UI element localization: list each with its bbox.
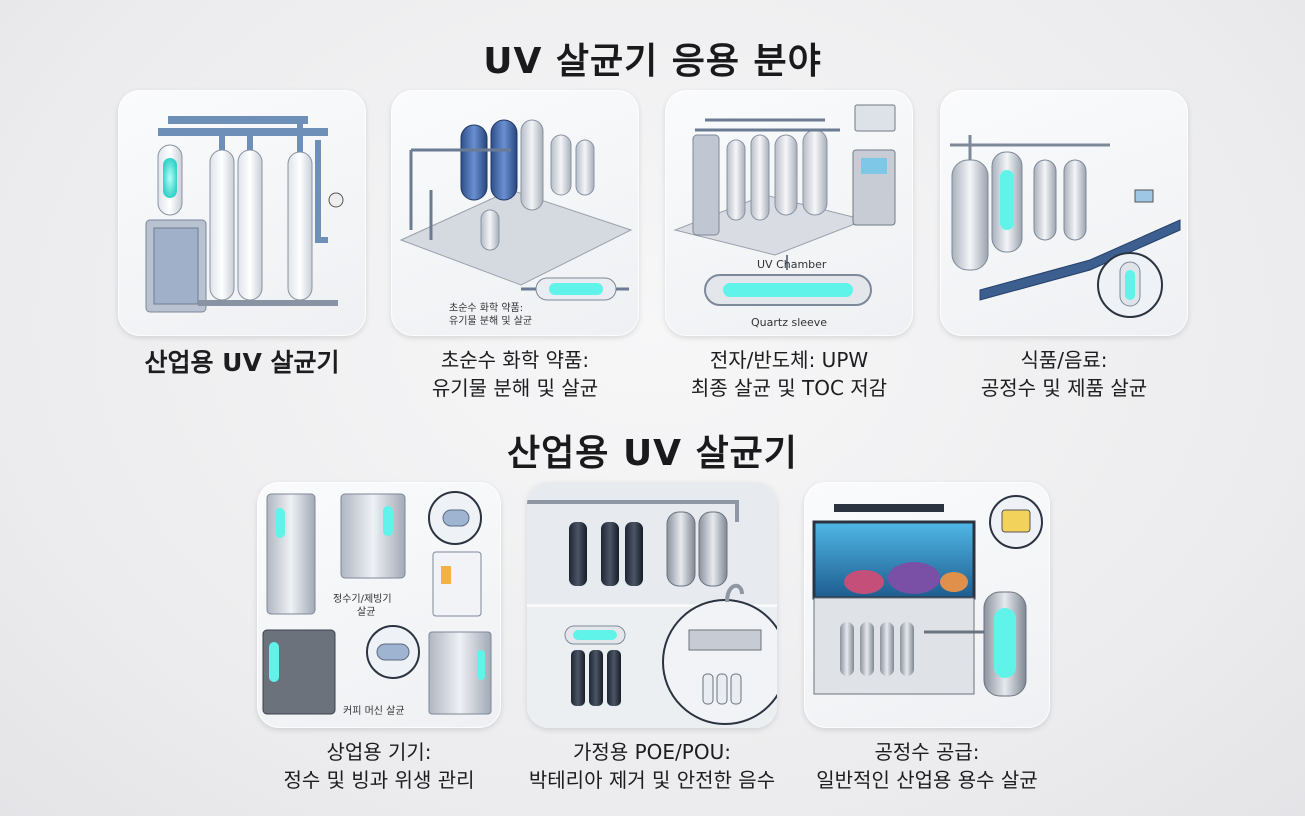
caption-home-poe-pou: 가정용 POE/POU: 박테리아 제거 및 안전한 음수 xyxy=(528,740,776,792)
process-water-illustration xyxy=(804,482,1050,728)
inner-label-purifier-line1: 정수기/제빙기 xyxy=(333,593,392,605)
inner-label-purifier-line2: 살균 xyxy=(357,606,375,618)
caption-commercial: 상업용 기기: 정수 및 빙과 위생 관리 xyxy=(283,740,475,792)
ultrapure-chemical-illustration: 초순수 화학 약품: 유기물 분해 및 살균 xyxy=(391,90,639,336)
section-title: 산업용 UV 살균기 xyxy=(507,433,798,474)
caption-ultrapure-chemical: 초순수 화학 약품: 유기물 분해 및 살균 xyxy=(431,348,599,400)
quartz-sleeve-label: Quartz sleeve xyxy=(751,316,827,329)
uv-chamber-label: UV Chamber xyxy=(757,258,827,271)
caption-process-water: 공정수 공급: 일반적인 산업용 용수 살균 xyxy=(816,740,1038,792)
caption-industrial-uv: 산업용 UV 살균기 xyxy=(144,348,340,377)
food-beverage-illustration xyxy=(940,90,1188,336)
semiconductor-upw-illustration: UV Chamber Quartz sleeve xyxy=(665,90,913,336)
home-poe-pou-illustration xyxy=(527,482,777,728)
industrial-uv-illustration xyxy=(118,90,366,336)
inner-label-coffee: 커피 머신 살균 xyxy=(343,705,405,717)
commercial-appliances-illustration: 정수기/제빙기 살균 커피 머신 살균 xyxy=(257,482,501,728)
caption-semiconductor: 전자/반도체: UPW 최종 살균 및 TOC 저감 xyxy=(690,348,888,400)
inner-label-line1: 초순수 화학 약품: xyxy=(449,302,523,314)
page-title: UV 살균기 응용 분야 xyxy=(483,41,822,82)
caption-food-beverage: 식품/음료: 공정수 및 제품 살균 xyxy=(980,348,1148,400)
inner-label-line2: 유기물 분해 및 살균 xyxy=(449,314,532,327)
